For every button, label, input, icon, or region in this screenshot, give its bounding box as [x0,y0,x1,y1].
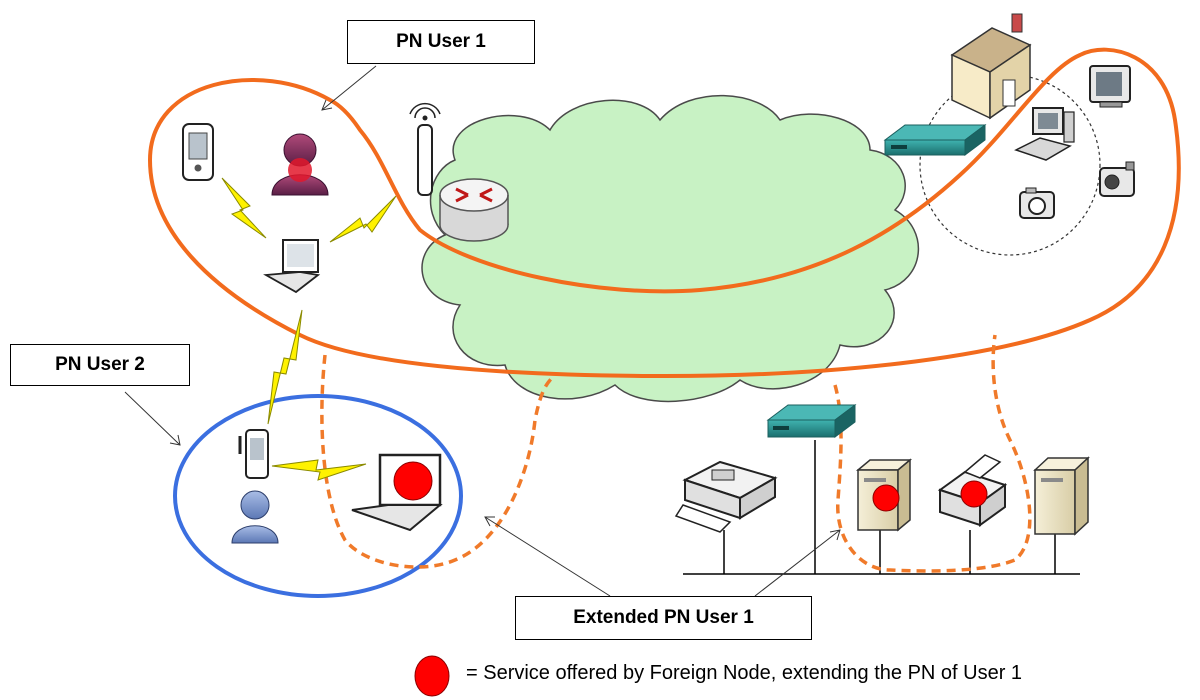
extended-boundary-services [833,334,1032,573]
legend-text: = Service offered by Foreign Node, exten… [466,662,1023,684]
mobile-phone-icon [182,123,214,181]
callout-pn-user-2-pointer [124,391,181,446]
wireless-link-pda-laptop [271,459,367,481]
home-network-circle [919,74,1101,256]
desktop-computer-icon [1014,107,1075,161]
server-2-icon [1033,456,1090,536]
antenna-icon [409,102,441,196]
callout-extended-pointer-left [484,516,611,597]
pda-icon [238,429,269,479]
label-pn-user-1: PN User 1 [347,20,535,64]
wireless-link-phone-laptop [221,177,267,239]
house-icon [950,13,1032,120]
label-pn-user-2: PN User 2 [10,344,190,386]
wireless-link-laptop-pda [267,309,303,425]
network-switch-bottom-icon [766,404,857,438]
pn-user-2-boundary [173,394,463,598]
callout-pn-user-1-pointer [321,65,377,111]
router-icon [439,178,509,242]
network-switch-top-icon [883,124,987,156]
user-2-icon [231,490,279,544]
service-marker-laptop [393,461,433,501]
wireless-link-laptop-antenna [329,195,397,243]
internet-cloud [421,94,920,403]
tv-icon [1089,65,1131,108]
fax-machine-icon [674,460,778,533]
camera-icon [1019,187,1055,219]
legend-service-marker [414,655,450,697]
service-marker-server [872,484,900,512]
callout-extended-pointer-right [754,529,841,597]
user-1-icon [271,133,329,196]
camcorder-icon [1099,161,1135,197]
pn-user-1-boundary [147,47,1181,379]
service-marker-printer [960,480,988,508]
label-extended-pn-user-1: Extended PN User 1 [515,596,812,640]
laptop-icon [263,239,321,294]
